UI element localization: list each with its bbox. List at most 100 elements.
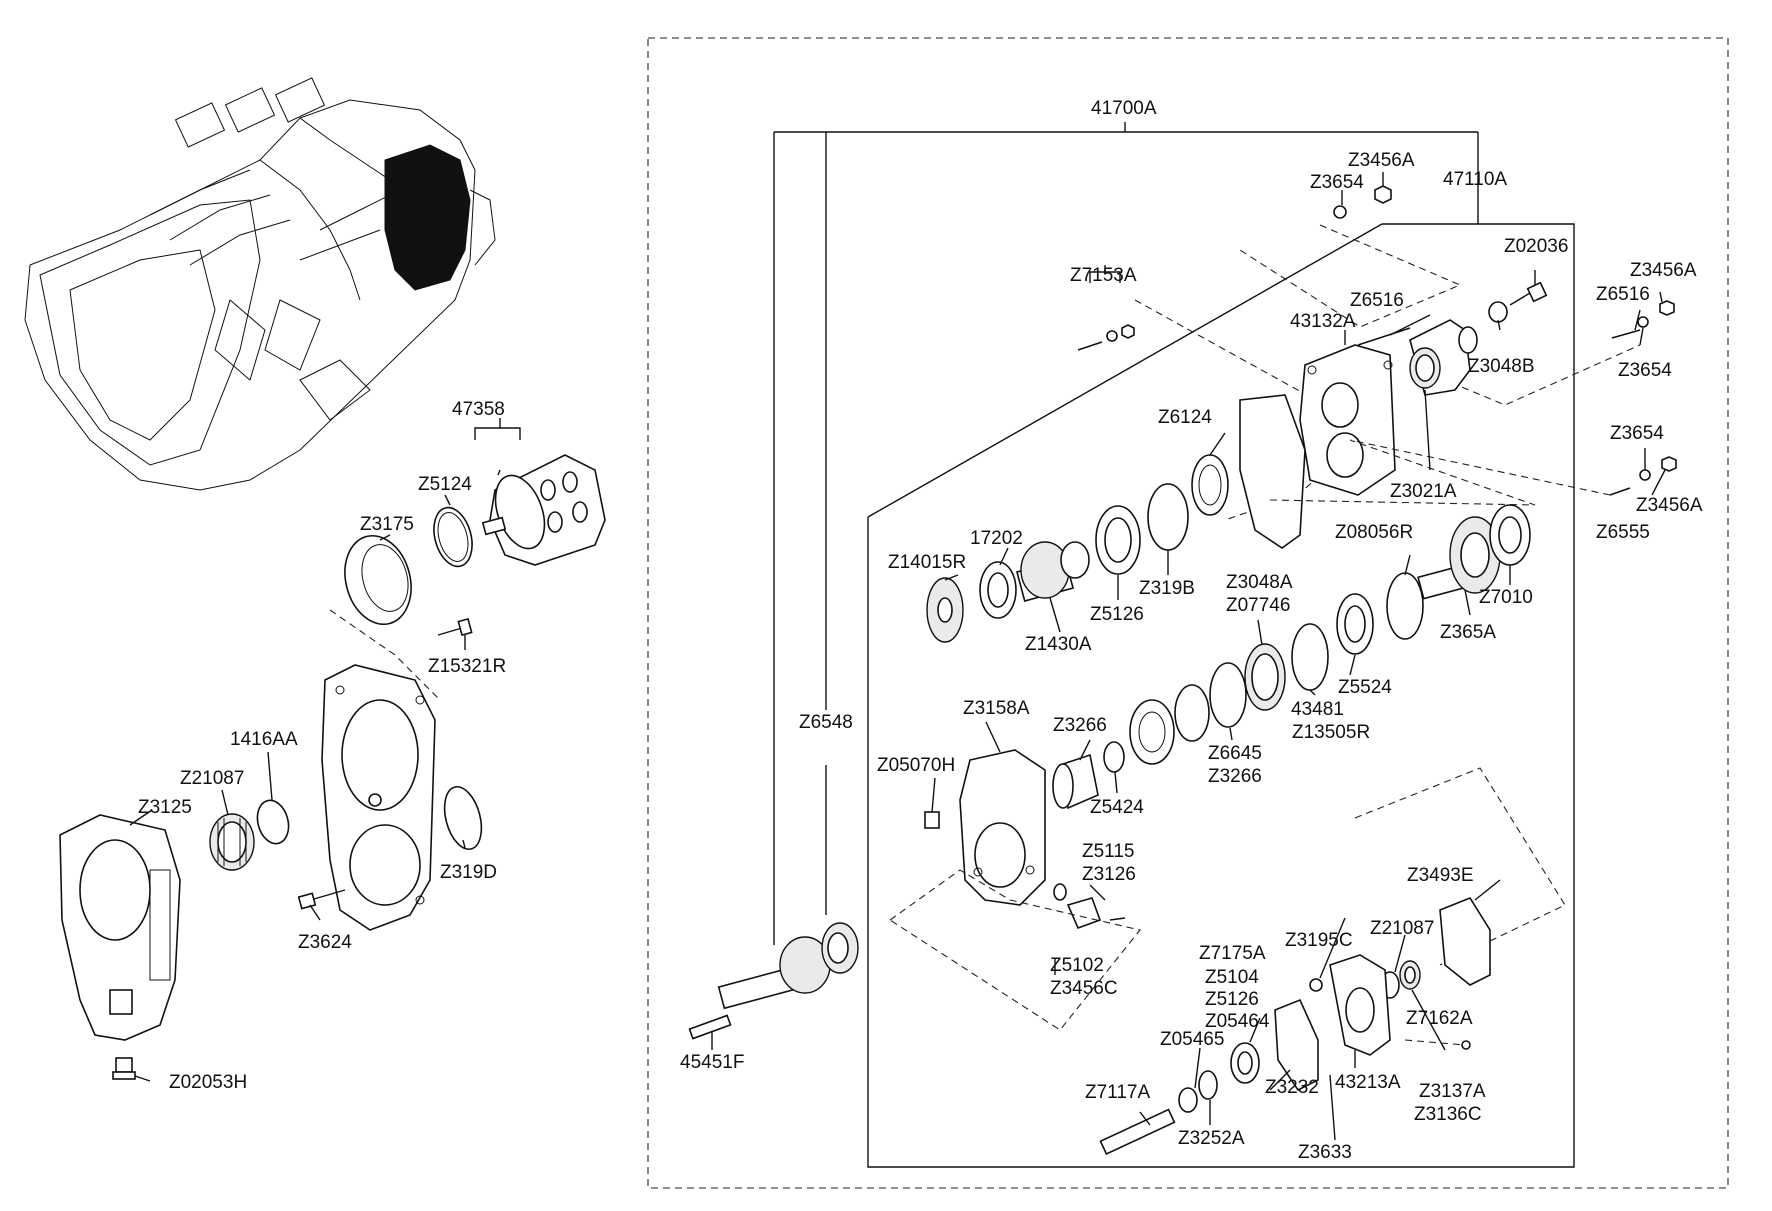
label-Z02053H: Z02053H [169,1072,247,1093]
label-1416AA: 1416AA [230,729,298,750]
shaft-Z6548 [688,922,859,1040]
label-Z05465: Z05465 [1160,1029,1224,1050]
oring-Z319D [443,785,483,851]
label-Z3195C: Z3195C [1285,930,1353,951]
label-Z6124: Z6124 [1158,407,1212,428]
sensor-Z5102 [1066,897,1126,930]
washer-Z3654-3 [1639,469,1651,481]
pto-pump-47358 [474,418,606,566]
gear-Z1430A [1015,541,1090,602]
bushing-Z05465 [1178,1087,1198,1113]
stud-Z6555 [1609,487,1631,496]
stud-Z6516-1 [1357,327,1411,346]
label-17202: 17202 [970,528,1023,549]
label-43132A: 43132A [1290,311,1356,332]
ring-Z6645 [1209,662,1247,728]
bearing-Z05464 [1230,1042,1260,1084]
label-Z5102: Z5102 [1050,955,1104,976]
label-43481: 43481 [1291,699,1344,720]
label-Z21087-2: Z21087 [1370,918,1434,939]
bolt-Z15321R [437,617,473,637]
seal-Z3175 [344,534,412,626]
nut-Z3456A-2 [1659,300,1675,316]
label-Z319B: Z319B [1139,578,1195,599]
label-Z02036: Z02036 [1504,236,1568,257]
subassembly-box-47110A [867,223,1575,1168]
label-Z7162A: Z7162A [1406,1008,1473,1029]
label-Z5424: Z5424 [1090,797,1144,818]
washer-Z3654-1 [1333,205,1347,219]
label-Z3158A: Z3158A [963,698,1030,719]
gasket-Z3493E [1439,897,1491,986]
housing-43213A [1329,954,1391,1056]
label-47110A: 47110A [1443,169,1507,190]
nut-Z3456A-3 [1661,456,1677,472]
label-Z1430A: Z1430A [1025,634,1092,655]
bolt-Z02036 [1488,281,1548,323]
label-45451F: 45451F [680,1052,744,1073]
label-Z3624: Z3624 [298,932,352,953]
assembly-dashed-frame [647,37,1729,1189]
bearing-17202 [979,561,1017,619]
label-Z08056R: Z08056R [1335,522,1413,543]
transmission-casing-illustration [24,77,496,491]
leader-lines [129,172,1666,1141]
label-Z6555: Z6555 [1596,522,1650,543]
ring-Z3252A [1198,1070,1218,1100]
bearing-Z21087 [209,813,255,871]
plug-Z02053H [112,1057,136,1080]
label-Z3048A: Z3048A [1226,572,1293,593]
shaft-Z7117A [1099,1108,1176,1156]
bolt-Z3624 [297,889,346,910]
ring-Z319B [1147,483,1189,551]
gasket-Z6124 [1239,394,1306,549]
label-Z3125: Z3125 [138,797,192,818]
label-Z3252A: Z3252A [1178,1128,1245,1149]
housing-Z3158A [959,749,1046,906]
label-Z7175A: Z7175A [1199,943,1266,964]
adapter-housing [321,664,436,931]
highlighted-pto-mount [384,144,471,291]
label-Z3137A: Z3137A [1419,1081,1486,1102]
ring-Z5424 [1103,741,1125,773]
label-Z3654-3: Z3654 [1610,423,1664,444]
label-Z3126: Z3126 [1082,864,1136,885]
pin-Z3137A [1461,1040,1471,1050]
label-Z7153A: Z7153A [1070,265,1137,286]
bolts-Z7153A [1077,265,1135,351]
label-Z3175: Z3175 [360,514,414,535]
label-Z3654-2: Z3654 [1618,360,1672,381]
label-Z3493E: Z3493E [1407,865,1474,886]
label-Z6548: Z6548 [799,712,853,733]
washer-Z14015R [926,577,964,643]
bearing-Z5126-1 [1095,505,1141,575]
label-Z3456A-2: Z3456A [1630,260,1697,281]
ring-Z3266-1 [1174,684,1210,742]
ring-Z3048A [1244,643,1286,711]
label-Z3232: Z3232 [1265,1077,1319,1098]
label-Z21087-1: Z21087 [180,768,244,789]
label-41700A: 41700A [1091,98,1157,119]
label-Z365A: Z365A [1440,622,1496,643]
label-Z05070H: Z05070H [877,755,955,776]
label-Z3021A: Z3021A [1390,481,1457,502]
label-Z3266-2: Z3266 [1208,766,1262,787]
label-Z07746: Z07746 [1226,595,1290,616]
label-47358: 47358 [452,399,505,420]
label-Z3266-1: Z3266 [1053,715,1107,736]
label-Z5124: Z5124 [418,474,472,495]
housing-43132A [1299,344,1396,496]
oring-flange [1458,326,1478,354]
gear-Z365A [1417,516,1501,600]
seal-ring-Z6124 [1191,454,1229,516]
bracket-41700A [773,122,1479,945]
label-Z319D: Z319D [440,862,497,883]
sleeve-Z3266 [1052,753,1099,810]
label-Z14015R: Z14015R [888,552,966,573]
label-Z3456A-3: Z3456A [1636,495,1703,516]
oring-Z08056R [1386,572,1424,640]
ring-Z3195C [1309,978,1323,992]
nut-Z3456A-1 [1374,185,1392,204]
label-Z15321R: Z15321R [428,656,506,677]
